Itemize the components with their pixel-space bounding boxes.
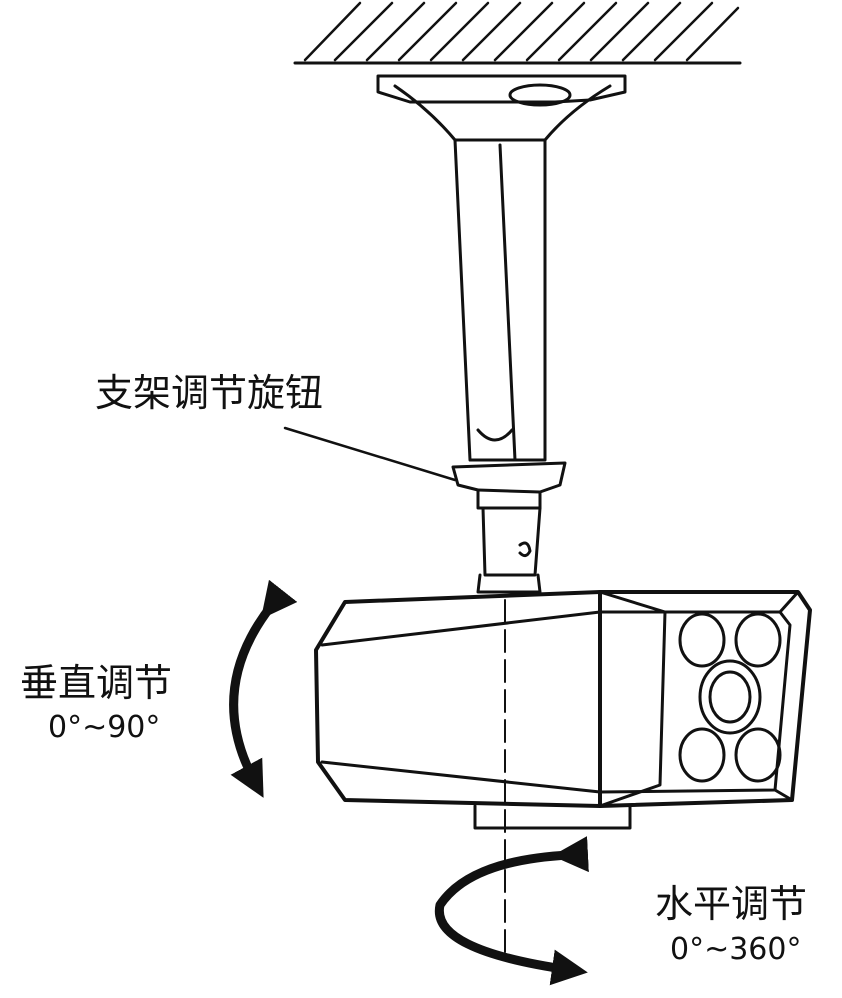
camera-body — [314, 590, 812, 808]
horizontal-range-label: 0°~360° — [670, 932, 802, 967]
vertical-rotation-arrow — [229, 579, 298, 798]
camera-bottom-plate — [473, 804, 632, 830]
lower-stem — [476, 506, 542, 594]
vertical-adjust-label: 垂直调节 — [20, 661, 173, 705]
vertical-range-label: 0°~90° — [48, 710, 161, 745]
knob-leader-line — [283, 426, 457, 482]
ceiling-hatch — [293, 1, 742, 65]
horizontal-rotation-arrow — [434, 836, 589, 986]
bracket-knob-label: 支架调节旋钮 — [95, 371, 324, 415]
horizontal-adjust-label: 水平调节 — [655, 882, 808, 926]
mount-base — [376, 74, 627, 142]
ir-led-array — [678, 612, 782, 783]
bracket-pole — [453, 138, 547, 462]
bracket-adjust-knob — [451, 461, 567, 510]
